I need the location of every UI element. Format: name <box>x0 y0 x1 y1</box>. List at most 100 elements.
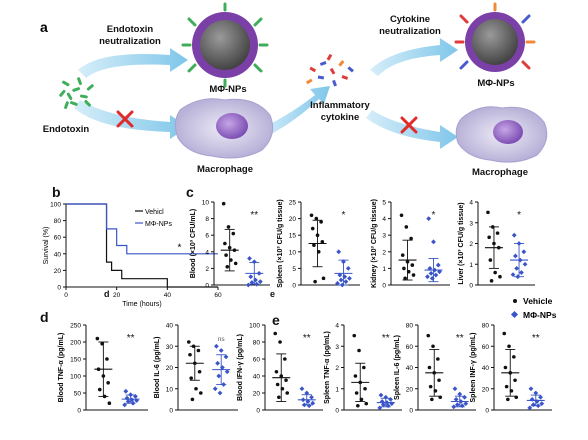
inset-letter-d: d <box>104 289 110 299</box>
dotplot-point-mnp <box>378 392 384 398</box>
dotplot-y-tick-label: 25 <box>289 200 297 207</box>
dotplot-point-mnp <box>123 388 129 394</box>
macrophage-icon-2 <box>455 106 548 163</box>
dotplot-point-vehicle <box>314 216 319 221</box>
dotplot-y-tick-label: 2 <box>382 249 386 256</box>
dotplot-point-vehicle <box>191 344 196 349</box>
dotplot-point-vehicle <box>508 371 513 375</box>
dotplot-point-mnp <box>435 262 441 268</box>
dotplot-y-tick-label: 40 <box>253 374 261 381</box>
dotplot-point-vehicle <box>359 397 364 402</box>
survival-y-label: Survival (%) <box>43 227 50 265</box>
endotoxin-neutralization-line1: Endotoxin <box>107 24 154 35</box>
dotplot-point-vehicle <box>432 371 437 375</box>
dotplot-point-mnp <box>212 386 218 392</box>
survival-x-tick-label: 40 <box>164 292 172 299</box>
dotplot-point-vehicle <box>493 270 497 275</box>
inflammatory-line1: Inflammatory <box>310 100 370 111</box>
dotplot-point-vehicle <box>190 397 195 402</box>
dotplot-y-tick-label: 0 <box>256 408 260 415</box>
dotplot-significance: * <box>432 210 436 221</box>
dotplot-point-vehicle <box>357 348 361 353</box>
dotplot-y-label: Blood IL-6 (pg/mL) <box>154 337 161 399</box>
dotplot-point-mnp <box>458 399 464 404</box>
nanoparticle-icon <box>181 2 269 88</box>
dotplot-point-vehicle <box>319 220 323 224</box>
panel-a: a <box>40 2 548 178</box>
dotplot-point-vehicle <box>486 210 490 215</box>
dotplot-point-mnp <box>539 401 545 407</box>
dotplot-point-mnp <box>432 267 438 273</box>
dotplot-point-vehicle <box>189 376 193 380</box>
dotplot-point-mnp <box>341 259 346 265</box>
dotplot-point-mnp <box>519 270 524 275</box>
dotplot-y-tick-label: 0 <box>292 283 296 290</box>
survival-y-tick-label: 100 <box>50 202 61 209</box>
survival-significance: * <box>177 242 181 253</box>
dotplot-point-mnp <box>306 403 312 409</box>
dotplot-point-vehicle <box>406 269 411 274</box>
dotplot-significance: ** <box>532 333 540 344</box>
dotplot-point-mnp <box>528 386 534 392</box>
dotplot-point-mnp <box>345 265 351 271</box>
dotplot-point-vehicle <box>96 367 101 372</box>
dotplot-point-vehicle <box>404 225 409 229</box>
arrow-to-mnp <box>78 48 188 78</box>
dotplot-y-tick-label: 60 <box>406 344 414 351</box>
dotplot-point-mnp <box>254 281 260 287</box>
survival-line-mnp <box>66 203 218 255</box>
dotplot-point-vehicle <box>233 261 238 266</box>
dotplot-point-vehicle <box>188 352 192 357</box>
dotplot-point-mnp <box>309 394 314 400</box>
dotplot-y-tick-label: 0 <box>409 408 413 415</box>
dotplot-point-vehicle <box>405 259 410 264</box>
dotplot-y-tick-label: 250 <box>70 323 81 330</box>
dotplot-y-label: Spleen IL-6 (pg/mL) <box>394 335 401 400</box>
dotplot-y-tick-label: 0 <box>205 283 209 290</box>
dotplot-y-tick-label: 80 <box>482 323 490 330</box>
dotplot-point-vehicle <box>502 331 507 336</box>
dotplot-y-tick-label: 80 <box>406 323 414 330</box>
dotplot-point-vehicle <box>280 386 285 391</box>
survival-legend-mnp: MΦ-NPs <box>145 221 172 228</box>
dotplot-point-vehicle <box>495 231 500 235</box>
dotplot-point-vehicle <box>100 341 104 346</box>
dotplot-y-tick-label: 6 <box>205 233 209 240</box>
dotplot-point-mnp <box>516 241 522 246</box>
inset-letter-e: e <box>270 289 275 299</box>
macrophage-label-2: Macrophage <box>472 167 528 178</box>
dotplot-point-vehicle <box>194 386 198 391</box>
dotplot-point-mnp <box>521 249 527 255</box>
survival-x-tick-label: 20 <box>113 292 121 299</box>
dotplot-significance: * <box>517 210 521 221</box>
dotplot-y-tick-label: 0 <box>382 283 386 290</box>
dotplot-y-label: Spleen (×10³ CFU/g tissue) <box>277 199 284 288</box>
dotplot-y-tick-label: 4 <box>382 216 386 223</box>
arrow-to-macrophage <box>74 100 188 139</box>
dotplot-point-vehicle <box>105 357 109 361</box>
dotplot-point-vehicle <box>507 344 511 349</box>
dotplot-point-mnp <box>426 216 432 222</box>
dotplot-point-mnp <box>431 239 436 245</box>
dotplot-significance: ** <box>382 333 390 344</box>
dotplot-point-mnp <box>245 282 251 288</box>
dotplot-y-tick-label: 0 <box>485 408 489 415</box>
dotplot-y-tick-label: 60 <box>482 344 490 351</box>
dotplot-point-vehicle <box>363 386 367 391</box>
dotplot-point-mnp <box>347 275 352 281</box>
dotplot-y-label: Blood IFN-γ (pg/mL) <box>237 334 244 401</box>
dotplot-point-vehicle <box>95 336 100 341</box>
dotplot-point-vehicle <box>101 374 106 378</box>
dotplot-y-tick-label: 40 <box>482 365 490 372</box>
dotplot-y-tick-label: 20 <box>482 386 490 393</box>
legend-vehicle-marker <box>513 299 517 303</box>
arrow-to-cytokine <box>258 86 330 138</box>
endotoxin-label: Endotoxin <box>43 124 90 135</box>
dotplot-point-mnp <box>437 269 442 275</box>
dotplot-y-tick-label: 40 <box>406 365 414 372</box>
